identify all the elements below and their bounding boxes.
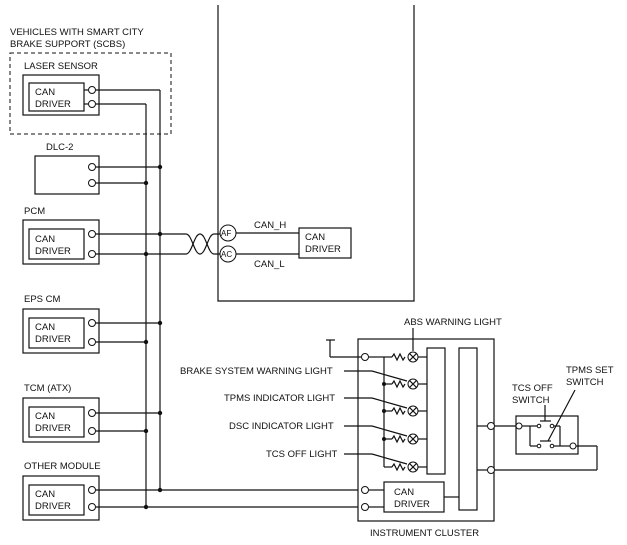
dsc-indicator-light-label: DSC INDICATOR LIGHT (229, 421, 334, 432)
laser-sensor-label: LASER SENSOR (24, 61, 98, 72)
cluster-can-driver (383, 481, 445, 513)
cluster-cpu (458, 347, 478, 511)
tpms-switch-terminal (487, 466, 495, 474)
dlc2-label: DLC-2 (46, 142, 73, 153)
tpms-indicator-light-icon (384, 405, 427, 417)
pcm-can-label1: CAN (35, 234, 55, 245)
instrument-cluster-label: INSTRUMENT CLUSTER (370, 528, 479, 539)
cluster-can-label1: CAN (394, 487, 414, 498)
tpms-set-switch-icon (529, 389, 576, 449)
pcm-can-label2: DRIVER (35, 246, 71, 257)
laser-can-label1: CAN (35, 87, 55, 98)
scbs-label-line2: BRAKE SUPPORT (SCBS) (10, 39, 125, 50)
central-can-driver-label2: DRIVER (305, 244, 341, 255)
warning-light-rows (382, 351, 427, 473)
tcs-off-switch-label2: SWITCH (512, 395, 550, 406)
eps-cm-label: EPS CM (24, 294, 61, 305)
tcm-can-label2: DRIVER (35, 423, 71, 434)
laser-can-label2: DRIVER (35, 99, 71, 110)
tpms-set-switch-label1: TPMS SET (566, 365, 614, 376)
other-can-label1: CAN (35, 489, 55, 500)
ac-terminal-label: AC (221, 250, 232, 259)
other-can-label2: DRIVER (35, 501, 71, 512)
abs-warning-light-icon (384, 351, 427, 363)
tcm-label: TCM (ATX) (24, 383, 71, 394)
tcs-off-light-icon (384, 461, 427, 473)
dsc-indicator-light-icon (384, 433, 427, 445)
dlc2-connector (34, 155, 100, 195)
central-can-driver (298, 227, 352, 259)
pcm-label: PCM (24, 206, 45, 217)
tcm-can-label1: CAN (35, 411, 55, 422)
scbs-group-outline (9, 52, 172, 135)
tpms-indicator-light-label: TPMS INDICATOR LIGHT (224, 393, 335, 404)
can-h-label: CAN_H (254, 220, 286, 231)
abs-warning-light-label: ABS WARNING LIGHT (404, 317, 502, 328)
cluster-can-label2: DRIVER (394, 499, 430, 510)
brake-warning-light-label: BRAKE SYSTEM WARNING LIGHT (180, 366, 333, 377)
scbs-label-line1: VEHICLES WITH SMART CITY (10, 27, 144, 38)
af-terminal-label: AF (221, 229, 231, 238)
other-module-label: OTHER MODULE (24, 461, 101, 472)
can-l-label: CAN_L (254, 259, 285, 270)
switch-assembly (515, 415, 579, 455)
eps-can-label2: DRIVER (35, 334, 71, 345)
cluster-power-terminal (361, 353, 369, 361)
tpms-set-switch-label2: SWITCH (566, 377, 604, 388)
eps-can-label1: CAN (35, 322, 55, 333)
central-can-driver-label1: CAN (305, 232, 325, 243)
central-module-body (217, 5, 415, 302)
tcs-switch-terminal (487, 422, 495, 430)
laser-sensor-can-driver (28, 82, 85, 112)
cluster-light-driver (426, 347, 446, 475)
tcs-off-light-label: TCS OFF LIGHT (266, 449, 337, 460)
tcs-off-switch-label1: TCS OFF (512, 383, 553, 394)
brake-warning-light-icon (384, 378, 427, 390)
